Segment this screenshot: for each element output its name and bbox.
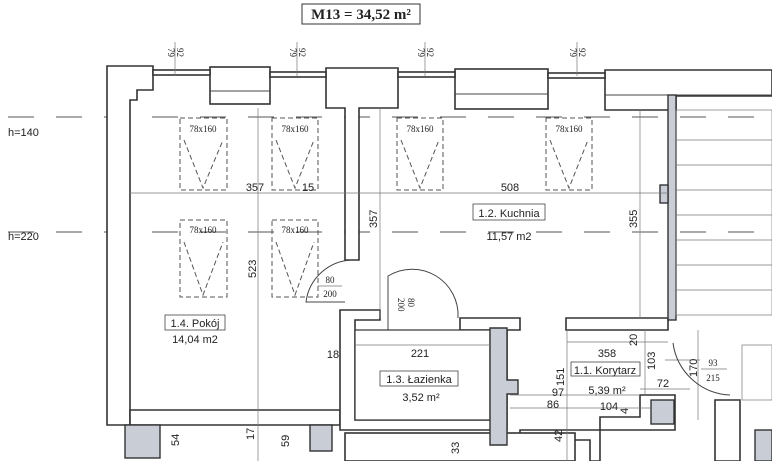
dim-33: 33 (450, 442, 462, 454)
door-width: 80 (406, 298, 416, 308)
window-height-dim: 92 (577, 48, 587, 57)
door-height: 200 (323, 289, 337, 299)
room-kuchnia: 1.2. Kuchnia 11,57 m2 (472, 203, 546, 243)
dim-42: 42 (553, 430, 565, 442)
dim-18: 18 (327, 349, 339, 361)
door-height: 200 (396, 298, 406, 312)
room-area: 14,04 m2 (172, 334, 218, 346)
room-name: 1.3. Łazienka (386, 374, 452, 386)
dim-54: 54 (170, 434, 182, 446)
unit-title-text: M13 = 34,52 m² (311, 7, 411, 23)
room-name: 1.2. Kuchnia (478, 208, 540, 220)
door-width: 93 (709, 358, 719, 368)
dim-72: 72 (657, 378, 669, 390)
structural-wall (667, 94, 677, 321)
room-area: 11,57 m2 (486, 231, 531, 243)
door-width: 80 (326, 275, 336, 285)
door-bathroom: 200 80 (387, 268, 459, 319)
skylight-label: 78x160 (556, 124, 584, 134)
dim-86: 86 (547, 399, 559, 411)
dimension-labels: 357 15 508 357 523 355 18 221 358 20 103… (170, 182, 700, 454)
dim-104: 104 (600, 401, 618, 413)
door-kitchen-room: 80 200 (305, 259, 353, 303)
dim-59: 59 (280, 435, 292, 447)
dim-4: 4 (619, 408, 631, 414)
skylight-label: 78x160 (190, 124, 218, 134)
unit-title: M13 = 34,52 m² (301, 3, 421, 25)
dim-20: 20 (628, 334, 640, 346)
room-korytarz: 1.1. Korytarz 5,39 m² (570, 361, 641, 397)
skylight-label: 78x160 (282, 225, 310, 235)
room-area: 5,39 m² (588, 385, 626, 397)
dimension-lines (130, 108, 700, 461)
column (659, 184, 669, 204)
chimney-2 (309, 424, 333, 452)
room-lazienka: 1.3. Łazienka 3,52 m² (379, 370, 459, 404)
chimney-1 (124, 424, 161, 459)
window-sill-dim: 79 (568, 48, 578, 58)
window-height-dim: 92 (297, 48, 307, 57)
window-sill-dim: 79 (288, 48, 298, 58)
room-pokoj: 1.4. Pokój 14,04 m2 (164, 314, 226, 346)
room-name: 1.4. Pokój (171, 318, 220, 330)
window-dimensions: 79 92 79 92 79 92 79 92 (166, 42, 587, 76)
dim-151: 151 (555, 368, 567, 386)
chimney-3 (650, 399, 675, 425)
skylights: 78x160 78x160 78x160 78x160 78x160 78x16… (179, 117, 593, 298)
room-name: 1.1. Korytarz (574, 365, 636, 377)
dim-103: 103 (646, 352, 658, 370)
door-entrance: 93 215 (672, 342, 731, 396)
walls (106, 65, 772, 461)
dim-355: 355 (628, 210, 640, 228)
staircase (675, 109, 772, 401)
skylight-label: 78x160 (190, 225, 218, 235)
height-label-140: h=140 (8, 127, 39, 139)
window-sill-dim: 79 (166, 48, 176, 58)
window-height-dim: 92 (425, 48, 435, 57)
dim-170: 170 (688, 359, 700, 377)
dim-221: 221 (411, 348, 429, 360)
dim-357-vertical: 357 (368, 210, 380, 228)
dim-523: 523 (247, 260, 259, 278)
ventilation-shaft (489, 327, 519, 446)
dim-17: 17 (245, 428, 257, 440)
skylight-label: 78x160 (407, 124, 435, 134)
dim-97: 97 (552, 387, 564, 399)
skylight-label: 78x160 (282, 124, 310, 134)
room-area: 3,52 m² (402, 392, 440, 404)
window-sill-dim: 79 (416, 48, 426, 58)
dim-357: 357 (246, 182, 264, 194)
window-height-dim: 92 (175, 48, 185, 57)
chimney-4 (754, 429, 772, 461)
dim-358: 358 (598, 348, 616, 360)
height-label-220: h=220 (8, 231, 39, 243)
dim-508: 508 (501, 182, 519, 194)
dim-15: 15 (302, 182, 314, 194)
door-height: 215 (706, 373, 720, 383)
